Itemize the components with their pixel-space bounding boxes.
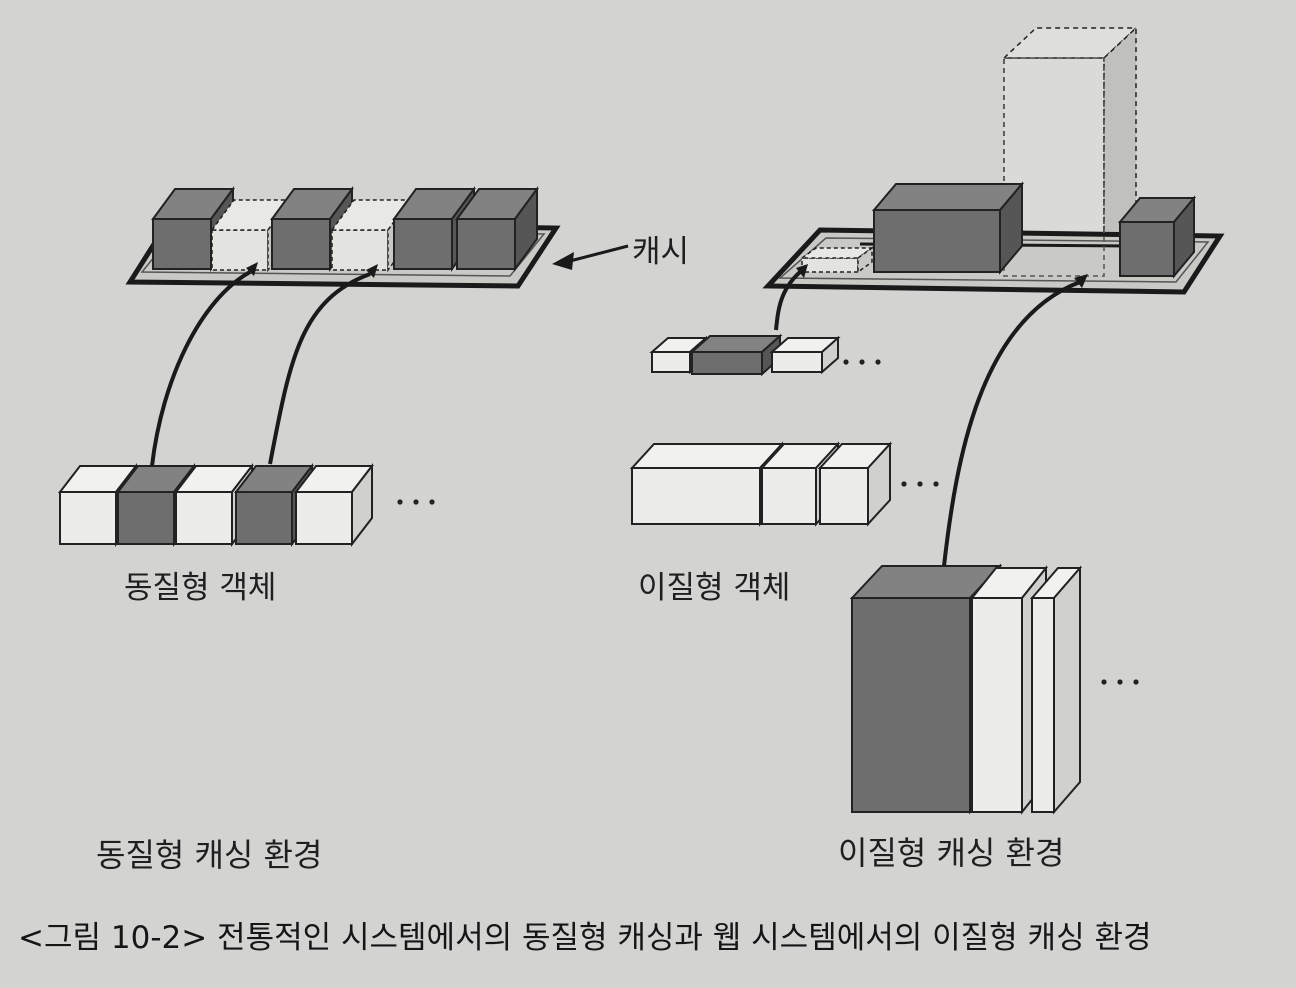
medium-object-box	[629, 441, 785, 527]
link-curve-right-2	[942, 280, 1081, 567]
figure-caption: <그림 10-2> 전통적인 시스템에서의 동질형 캐싱과 웹 시스템에서의 이…	[18, 920, 1152, 956]
medium-objects-ellipsis	[901, 481, 939, 487]
link-arrowhead	[366, 264, 378, 278]
homogeneous-object-box	[293, 463, 375, 547]
small-object-box	[769, 335, 841, 375]
small-object-box	[689, 333, 783, 377]
heterogeneous-env-label: 이질형 캐싱 환경	[838, 834, 1065, 872]
cache-slot-large-filled	[871, 181, 1025, 275]
link-arrowhead	[1074, 274, 1088, 288]
cache-slot-filled	[455, 185, 539, 273]
large-objects-ellipsis	[1101, 679, 1139, 685]
link-arrowhead	[796, 264, 808, 278]
cache-slot-small-empty	[799, 246, 875, 274]
homogeneous-env-label: 동질형 캐싱 환경	[96, 836, 323, 874]
homogeneous-objects-label: 동질형 객체	[124, 570, 277, 606]
cache-pointer-line	[565, 244, 629, 264]
link-curve-left-1	[150, 270, 251, 467]
homogeneous-object-box	[233, 463, 315, 547]
link-curve-right-1	[774, 270, 802, 331]
tall-object-outline-front	[1003, 57, 1105, 277]
medium-object-box	[817, 441, 893, 527]
large-object-box	[1029, 565, 1083, 815]
link-arrowhead	[246, 262, 258, 276]
cache-label: 캐시	[632, 234, 690, 270]
small-objects-ellipsis	[843, 359, 881, 365]
heterogeneous-objects-label: 이질형 객체	[638, 570, 791, 606]
link-curve-left-2	[268, 272, 371, 465]
homogeneous-objects-ellipsis	[397, 499, 435, 505]
cache-slot-medium-filled	[1117, 195, 1197, 279]
cache-tray-right-inner	[778, 237, 1210, 283]
cache-pointer-arrowhead	[552, 252, 574, 270]
